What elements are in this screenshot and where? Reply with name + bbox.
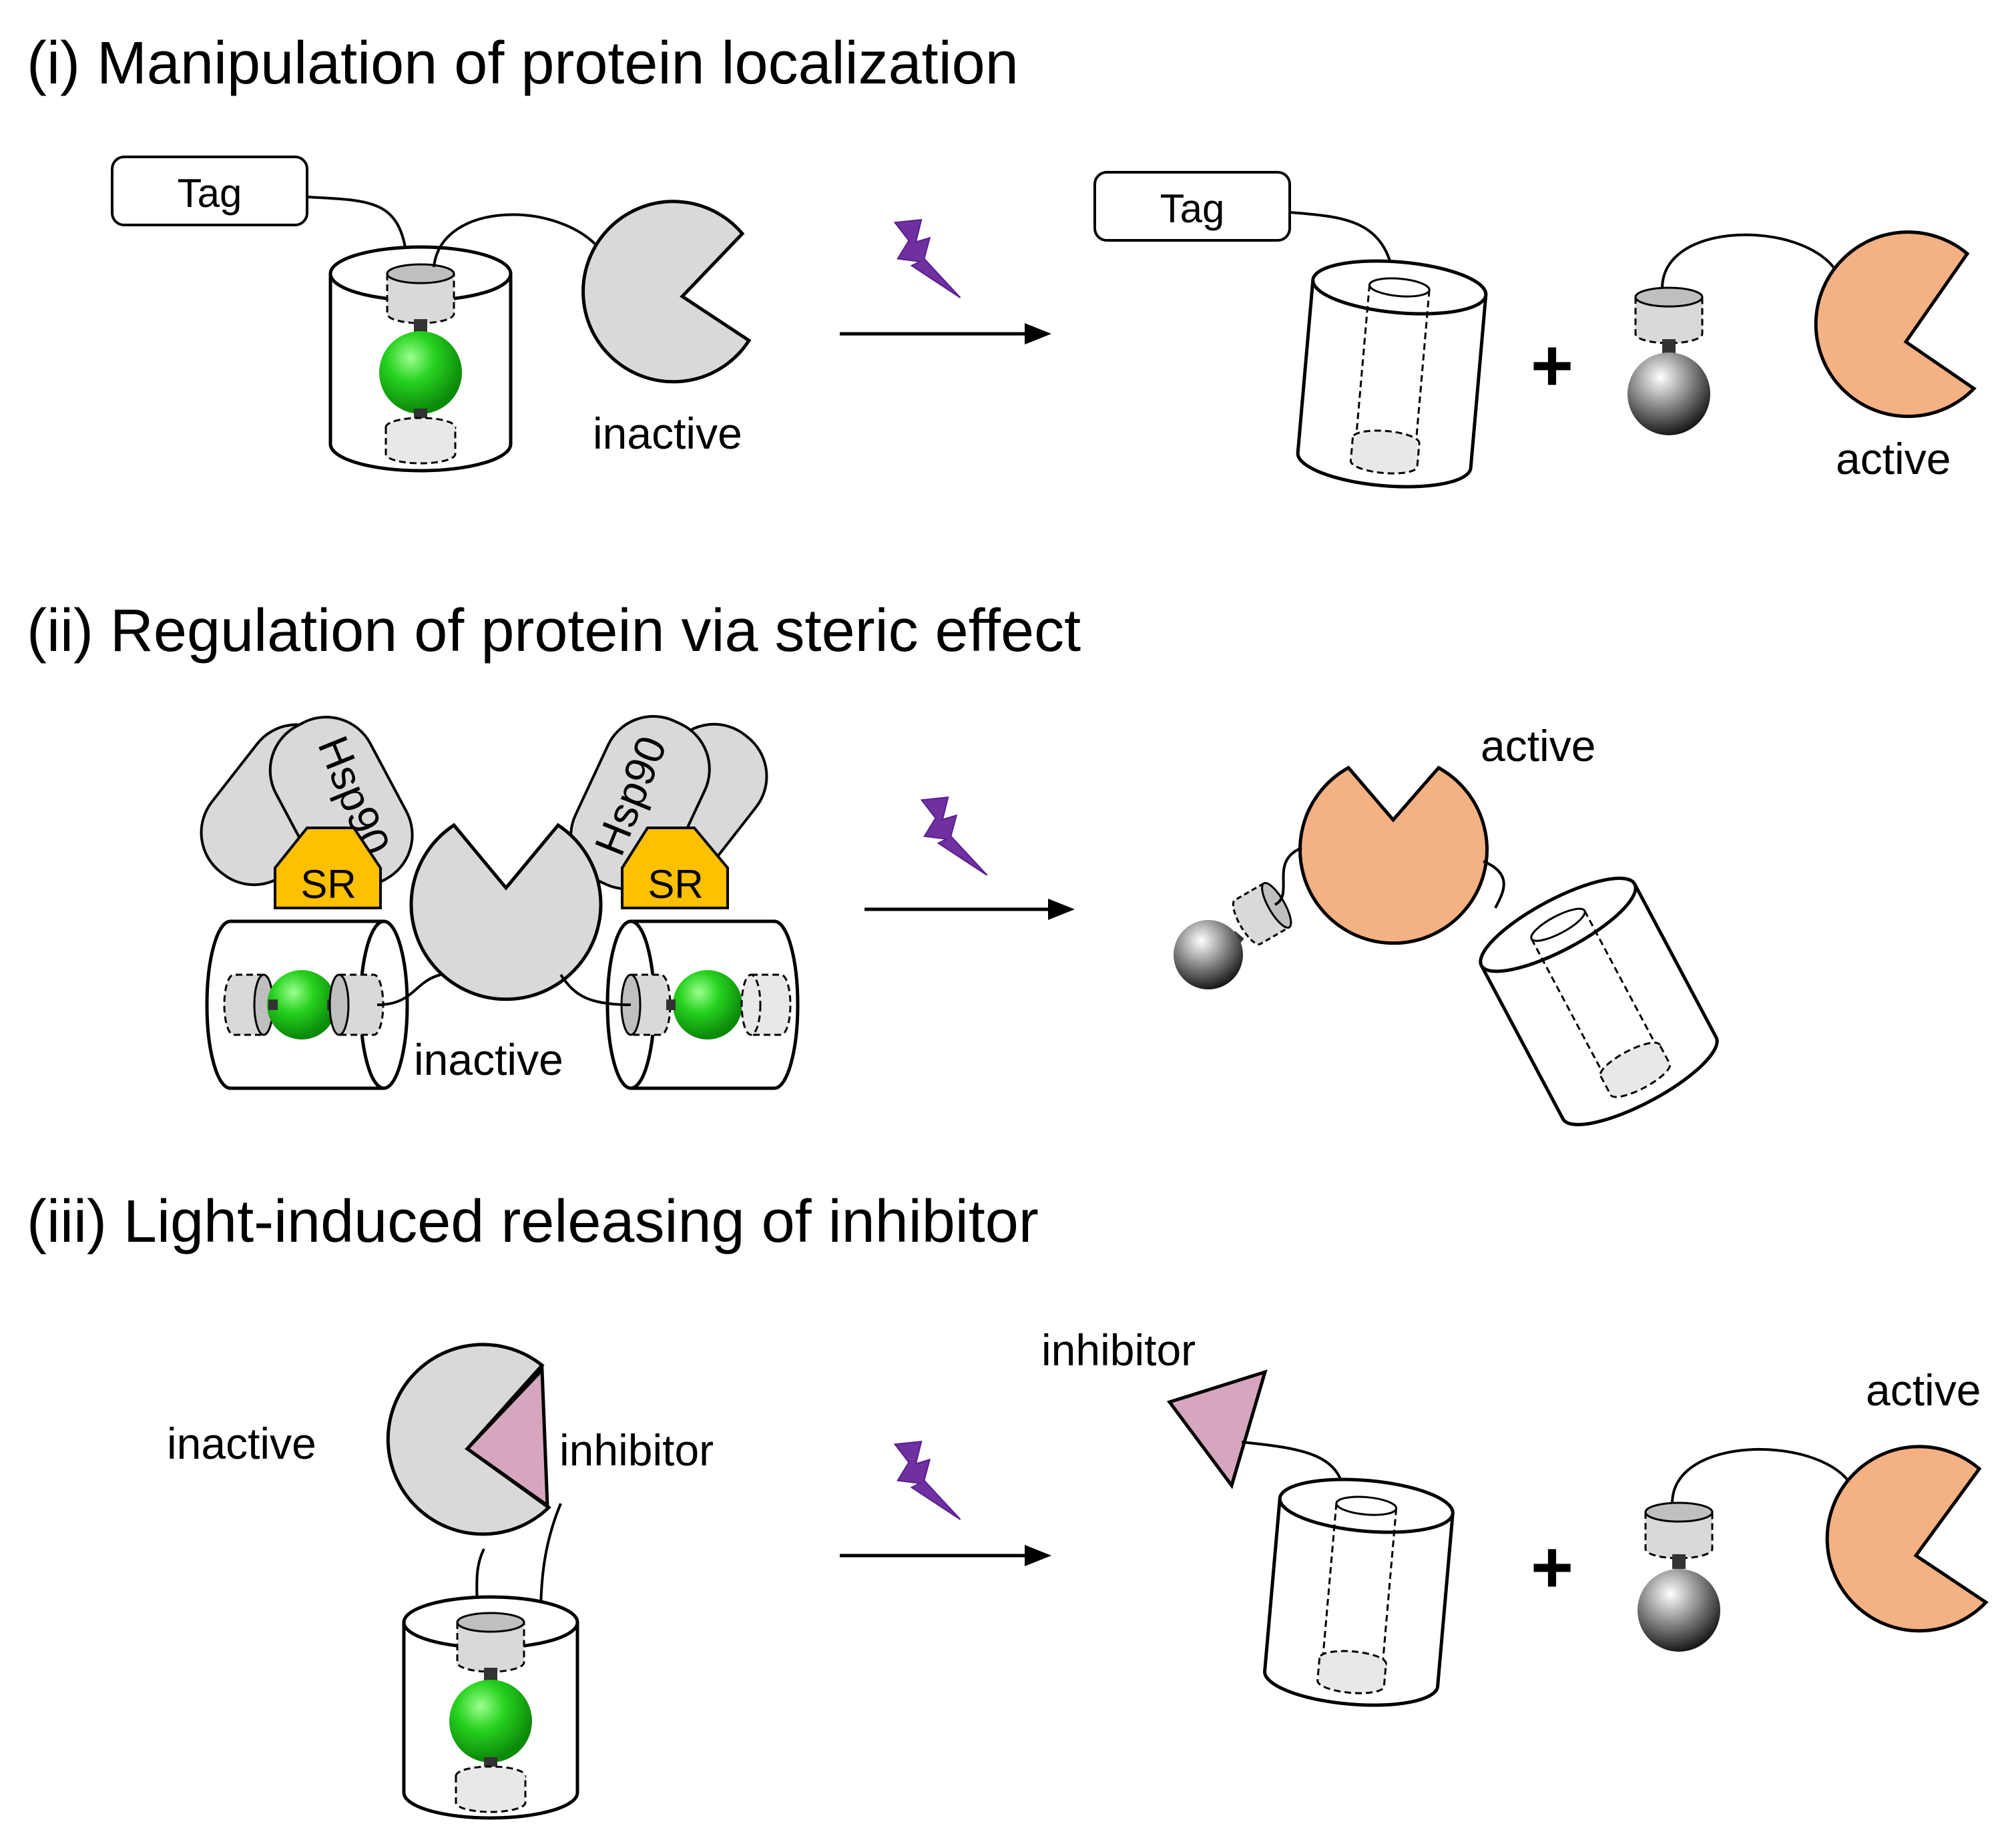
linker-ii-active-left — [1274, 847, 1302, 906]
section-i: (i) Manipulation of protein localization… — [27, 30, 1977, 489]
tag-linker-left — [306, 196, 409, 261]
lightning-bolt-icon — [894, 219, 961, 298]
caged-cylinder-ii-left — [205, 919, 409, 1090]
section-iii: (iii) Light-induced releasing of inhibit… — [27, 1188, 1989, 1820]
active-label-ii: active — [1481, 721, 1595, 770]
inactive-protein-iii — [386, 1343, 551, 1536]
green-chromophore-ii-right — [673, 970, 742, 1040]
caged-cylinder-ii-right — [605, 919, 800, 1090]
inactive-label-i: inactive — [593, 409, 742, 458]
active-label-i: active — [1836, 434, 1951, 483]
inactive-protein-i — [581, 200, 752, 384]
sr-box-left — [274, 827, 382, 909]
linker-iii-active — [1671, 1448, 1850, 1504]
hsp90-left: Hsp90 SR — [200, 716, 414, 909]
linker-ii-left — [376, 973, 441, 1006]
active-label-iii: active — [1866, 1365, 1981, 1415]
plus-sign-iii: + — [1531, 1526, 1573, 1608]
released-sphere-ii — [1174, 920, 1243, 989]
empty-cylinder-i — [1296, 259, 1488, 489]
tag-label-left: Tag — [178, 171, 242, 216]
inactive-label-iii: inactive — [167, 1419, 316, 1468]
inhibitor-label-bound: inhibitor — [559, 1425, 714, 1475]
inactive-label-ii: inactive — [414, 1035, 563, 1084]
released-sphere-i — [1627, 353, 1710, 435]
released-module-ii — [1174, 882, 1292, 989]
green-chromophore-iii — [449, 1680, 532, 1763]
inhibitor-released — [1166, 1369, 1268, 1489]
green-chromophore-ii-left — [267, 970, 336, 1040]
released-module-i — [1627, 286, 1710, 435]
section-i-heading: (i) Manipulation of protein localization — [27, 30, 1019, 97]
sr-label-left: SR — [300, 862, 356, 907]
active-protein-ii — [1298, 765, 1489, 945]
protein-linker-i-active — [1661, 233, 1837, 289]
lightning-bolt-icon-ii — [921, 796, 988, 876]
caged-cylinder-i — [328, 245, 513, 473]
section-ii-heading: (ii) Regulation of protein via steric ef… — [27, 598, 1081, 664]
tag-label-right: Tag — [1160, 186, 1225, 231]
protein-linker-i — [433, 213, 602, 268]
active-protein-iii — [1825, 1445, 1989, 1633]
inhibitor-bound — [465, 1365, 549, 1509]
released-module-iii — [1638, 1502, 1720, 1652]
section-ii: (ii) Regulation of protein via steric ef… — [27, 598, 1719, 1126]
plus-sign-i: + — [1531, 324, 1573, 407]
sr-label-right: SR — [648, 862, 703, 907]
green-chromophore-i — [379, 331, 462, 414]
reaction-arrow-icon-iii — [840, 1545, 1051, 1566]
lightning-bolt-icon-iii — [894, 1441, 961, 1520]
empty-cylinder-ii — [1479, 877, 1719, 1126]
released-sphere-iii — [1638, 1569, 1720, 1652]
section-iii-heading: (iii) Light-induced releasing of inhibit… — [27, 1188, 1039, 1255]
linker-iii-inhibitor — [539, 1503, 562, 1616]
reaction-arrow-icon-ii — [864, 899, 1075, 920]
linker-ii-active-right — [1483, 860, 1505, 909]
inhibitor-label-released: inhibitor — [1041, 1325, 1196, 1375]
inactive-protein-ii — [409, 823, 603, 1001]
tag-box-left — [111, 156, 308, 226]
linker-ii-right — [559, 973, 632, 1006]
reaction-arrow-icon — [840, 323, 1051, 344]
caged-cylinder-iii — [402, 1595, 579, 1820]
tag-box-right — [1093, 171, 1291, 242]
sr-box-right — [621, 827, 729, 909]
active-protein-i — [1814, 230, 1977, 419]
empty-cylinder-iii — [1263, 1477, 1455, 1707]
